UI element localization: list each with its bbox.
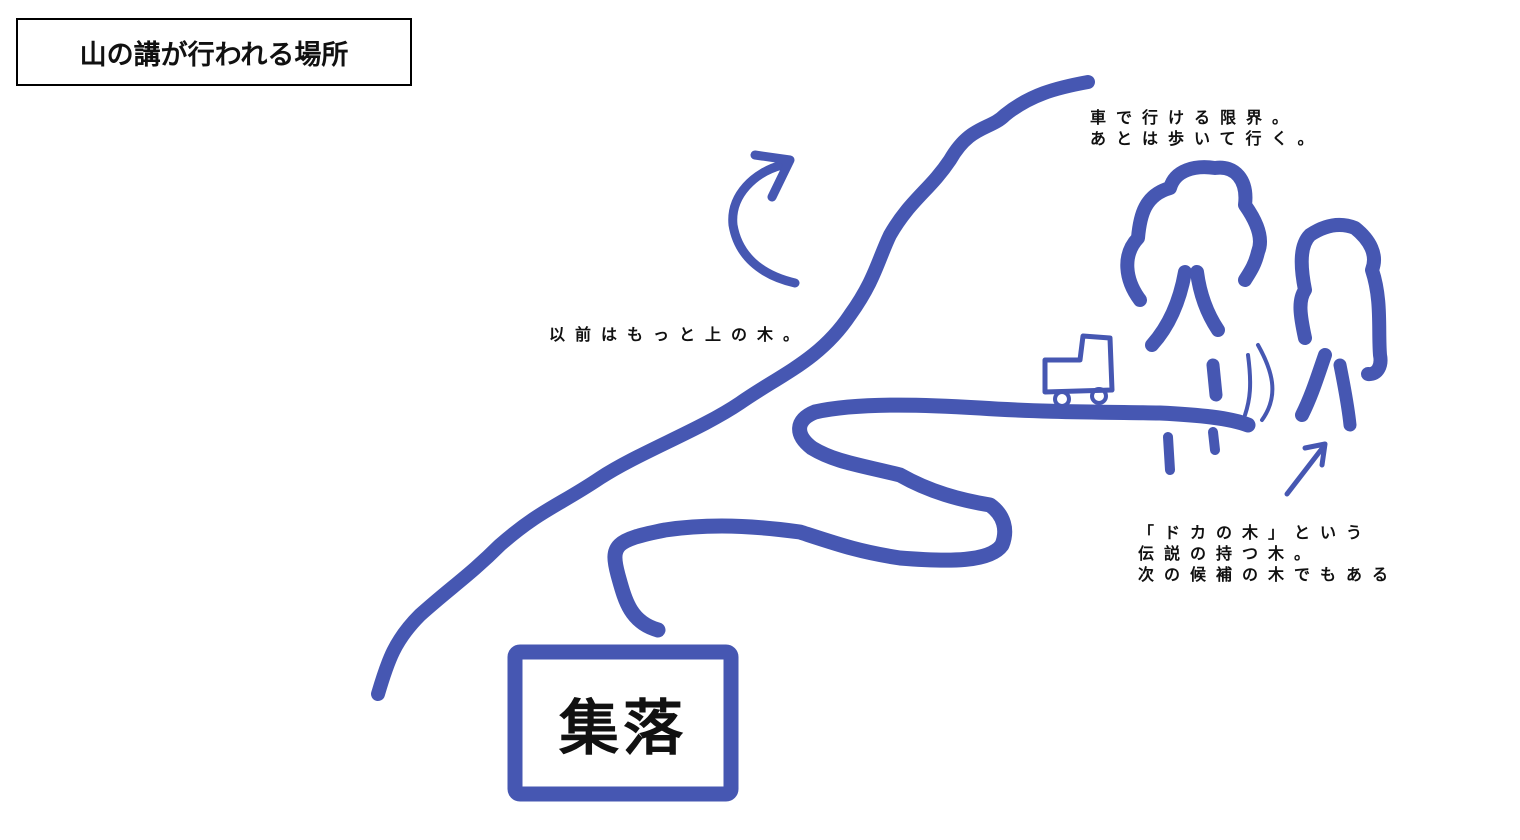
legend-tree-note-line-3: 次の候補の木でもある [1138,565,1399,584]
winding-road [607,397,1256,638]
right-tree-trunk-left [1295,348,1332,422]
curved-arrow-head [750,150,795,202]
right-tree-canopy-icon [1293,217,1388,381]
left-tree-canopy-icon [1120,160,1267,307]
left-tree-trunk-lower [1206,358,1223,402]
wind-line-2 [1256,343,1275,422]
former-tree-note-line-1: 以前はもっと上の木。 [549,325,810,344]
stroke-layer [371,75,1388,701]
settlement-box [507,644,739,802]
curved-arrow-shaft [728,160,800,288]
legend-tree-note-line-2: 伝説の持つ木。 [1138,544,1321,563]
car-wheel-front [1053,390,1071,408]
wind-line-1 [1243,353,1253,417]
legend-tree-note-line-1: 「ドカの木」という [1138,523,1373,542]
left-tree-trunk-right [1190,265,1225,337]
below-road-post-right [1208,427,1220,455]
settlement-label: 集落 [559,693,687,764]
car-limit-note: 車で行ける限界。 あとは歩いて行く。 [1090,107,1324,149]
car-limit-note-line-2: あとは歩いて行く。 [1090,129,1324,148]
car-wheel-rear [1090,387,1108,405]
car-limit-note-line-1: 車で行ける限界。 [1090,108,1299,127]
tree-arrow-shaft [1284,443,1327,497]
left-tree-trunk-left [1145,265,1192,352]
below-road-post-left [1163,432,1175,475]
car-icon [1042,333,1115,395]
map-title-box: 山の講が行われる場所 [16,18,412,86]
map-title: 山の講が行われる場所 [79,39,349,71]
legend-tree-note: 「ドカの木」という 伝説の持つ木。 次の候補の木でもある [1138,522,1398,585]
right-tree-trunk-right [1333,358,1357,432]
former-tree-note: 以前はもっと上の木。 [549,324,809,345]
tree-arrow-head [1302,441,1328,468]
mountain-trail-line [371,75,1095,701]
